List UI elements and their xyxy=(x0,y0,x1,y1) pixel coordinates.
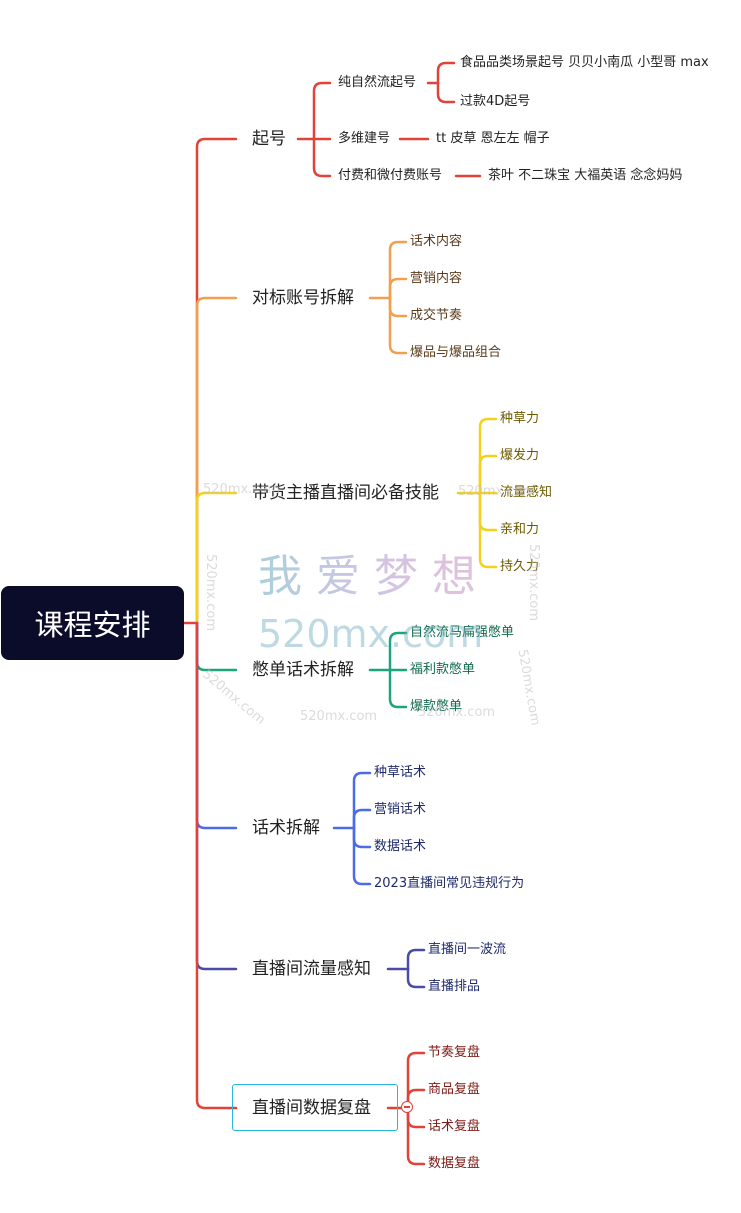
sub-node-label[interactable]: 付费和微付费账号 xyxy=(338,168,443,183)
root-node[interactable] xyxy=(1,586,184,660)
leaf-node-label[interactable]: 食品品类场景起号 贝贝小南瓜 小型哥 max xyxy=(460,55,709,70)
trunk-connector xyxy=(195,491,238,625)
sub-node-label[interactable]: 多维建号 xyxy=(338,131,391,146)
leaf-node-label[interactable]: 成交节奏 xyxy=(410,308,463,323)
leaf-connector xyxy=(388,296,408,355)
leaf-node-label[interactable]: 2023直播间常见违规行为 xyxy=(374,876,525,891)
branch-node-label[interactable]: 起号 xyxy=(252,129,286,149)
trunk-connector xyxy=(195,621,238,1110)
leaf-node-label[interactable]: 营销话术 xyxy=(374,802,427,817)
leaf-connector xyxy=(436,61,456,85)
leaf-node-label[interactable]: 节奏复盘 xyxy=(428,1045,481,1060)
leaf-connector xyxy=(436,81,456,104)
leaf-connector xyxy=(388,631,408,672)
leaf-node-label[interactable]: 茶叶 不二珠宝 大福英语 念念妈妈 xyxy=(488,168,683,183)
leaf-connector xyxy=(406,1106,426,1166)
leaf-node-label[interactable]: 福利款憋单 xyxy=(410,662,476,677)
branch-node-label[interactable]: 对标账号拆解 xyxy=(252,288,354,308)
watermark-text: 520mx.com xyxy=(418,705,496,720)
branch-node-label[interactable]: 直播间数据复盘 xyxy=(252,1098,371,1118)
sub-connector xyxy=(312,137,332,178)
leaf-connector xyxy=(352,826,372,849)
watermark-text: 520mx.com xyxy=(300,709,378,724)
leaf-node-label[interactable]: 持久力 xyxy=(500,559,540,574)
leaf-node-label[interactable]: 数据话术 xyxy=(374,839,427,854)
leaf-connector xyxy=(388,277,408,300)
leaf-connector xyxy=(352,808,372,830)
watermark-text: 520mx.com xyxy=(458,484,536,499)
leaf-node-label[interactable]: 过款4D起号 xyxy=(460,94,531,109)
leaf-node-label[interactable]: 话术复盘 xyxy=(428,1119,481,1134)
leaf-node-label[interactable]: 流量感知 xyxy=(500,485,553,500)
leaf-node-label[interactable]: 营销内容 xyxy=(410,271,463,286)
root-node-label: 课程安排 xyxy=(34,608,151,642)
leaf-node-label[interactable]: 自然流马扁强憋单 xyxy=(410,625,515,640)
branch-node-label[interactable]: 直播间流量感知 xyxy=(252,959,371,979)
selected-node-outline xyxy=(232,1084,398,1131)
watermark-url: 520mx.com xyxy=(258,612,484,656)
leaf-node-label[interactable]: 种草力 xyxy=(500,411,540,426)
leaf-connector xyxy=(406,1088,426,1110)
leaf-connector xyxy=(352,771,372,830)
watermark-logo-text: 我爱梦想 xyxy=(258,540,490,604)
leaf-node-label[interactable]: 爆发力 xyxy=(500,448,540,463)
branch-node-label[interactable]: 憋单话术拆解 xyxy=(252,660,354,680)
trunk-connector xyxy=(195,296,238,625)
leaf-connector xyxy=(352,826,372,886)
leaf-connector xyxy=(478,454,498,495)
branch-node-label[interactable]: 话术拆解 xyxy=(252,818,320,838)
leaf-connector xyxy=(406,1051,426,1110)
leaf-connector xyxy=(388,240,408,300)
branch-node-label[interactable]: 带货主播直播间必备技能 xyxy=(252,483,439,503)
leaf-node-label[interactable]: 商品复盘 xyxy=(428,1082,481,1097)
sub-connector xyxy=(312,81,332,141)
leaf-connector xyxy=(478,417,498,495)
leaf-node-label[interactable]: 爆款憋单 xyxy=(410,699,463,714)
trunk-connector xyxy=(195,621,238,830)
watermark-text: 520mx.com xyxy=(203,482,281,497)
leaf-node-label[interactable]: 直播间一波流 xyxy=(428,942,507,957)
leaf-node-label[interactable]: tt 皮草 恩左左 帽子 xyxy=(436,131,550,146)
leaf-node-label[interactable]: 数据复盘 xyxy=(428,1156,481,1171)
leaf-connector xyxy=(406,948,426,971)
trunk-connector xyxy=(195,137,238,625)
leaf-node-label[interactable]: 话术内容 xyxy=(410,234,463,249)
leaf-node-label[interactable]: 直播排品 xyxy=(428,979,481,994)
leaf-node-label[interactable]: 亲和力 xyxy=(500,522,540,537)
leaf-node-label[interactable]: 种草话术 xyxy=(374,765,427,780)
leaf-connector xyxy=(388,668,408,709)
watermark-text: 520mx.com xyxy=(203,553,219,632)
sub-node-label[interactable]: 纯自然流起号 xyxy=(338,75,417,90)
leaf-connector xyxy=(388,296,408,318)
leaf-connector xyxy=(406,967,426,989)
leaf-connector xyxy=(478,491,498,569)
watermark-text: 520mx.com xyxy=(526,543,542,622)
collapse-icon[interactable] xyxy=(401,1101,413,1113)
leaf-node-label[interactable]: 爆品与爆品组合 xyxy=(410,345,502,360)
